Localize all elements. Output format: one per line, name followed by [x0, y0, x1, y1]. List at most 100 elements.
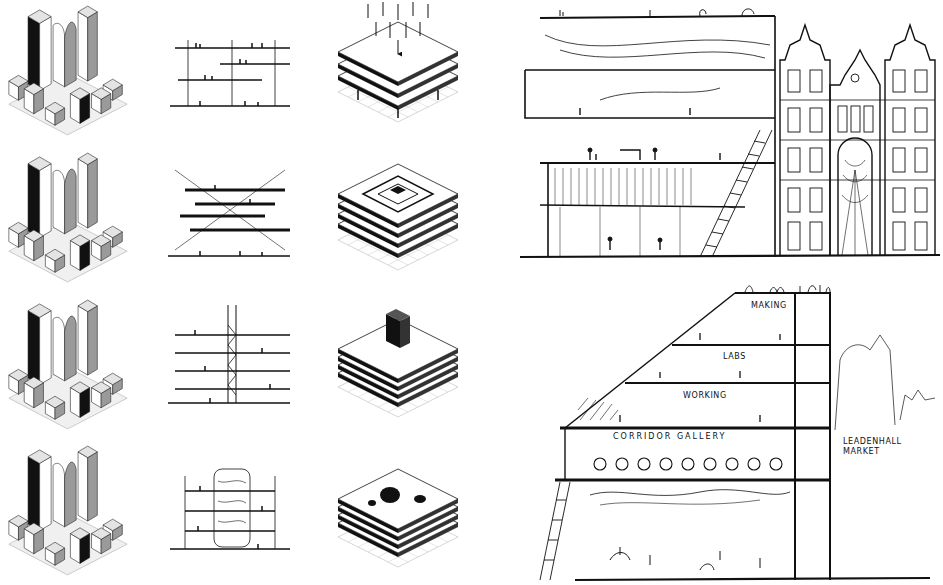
sketch-label: LABS: [722, 352, 747, 362]
building-section-sketch: [575, 578, 930, 580]
floor-plate-column: [368, 2, 428, 54]
street-elevation-sketch: [838, 138, 872, 255]
section-diagram-column: [195, 330, 270, 403]
building-section-sketch: [600, 500, 760, 505]
street-elevation-sketch: [893, 222, 905, 250]
street-elevation-sketch: [893, 188, 905, 212]
building-section-sketch: [682, 458, 694, 470]
sketch-label: WORKING: [682, 391, 728, 401]
street-elevation-sketch: [810, 70, 822, 92]
street-elevation-sketch: [788, 108, 800, 132]
building-section-sketch: [578, 398, 618, 420]
street-elevation-sketch: [830, 50, 880, 255]
floor-plate-column: [363, 176, 433, 212]
floor-plate-column: [338, 469, 458, 567]
building-section-sketch: [616, 458, 628, 470]
building-section-sketch: [660, 458, 672, 470]
building-section-sketch: [638, 458, 650, 470]
building-section-sketch: [726, 458, 738, 470]
floor-plate-column: [363, 176, 433, 212]
section-diagram-column: [170, 548, 290, 550]
building-section-sketch: [672, 344, 830, 346]
section-diagram-column: [175, 335, 290, 389]
floor-plate-column: [386, 309, 410, 348]
section-diagram-column: [170, 40, 290, 106]
floor-plate-column: [338, 164, 458, 270]
city-massing-column: [9, 153, 127, 282]
building-section-sketch: [745, 285, 830, 292]
floor-plate-column: [386, 309, 410, 321]
building-section-sketch: [590, 490, 790, 496]
building-section-sketch: [735, 292, 830, 294]
floor-plate-column: [338, 164, 458, 228]
section-diagram-column: [175, 170, 285, 250]
floor-plate-column: [368, 500, 376, 506]
building-section-sketch: [795, 292, 830, 580]
section-diagram-column: [198, 486, 262, 549]
street-elevation-sketch: [780, 100, 935, 180]
street-elevation-sketch: [915, 108, 927, 132]
section-diagram-column: [185, 476, 275, 549]
city-massing-column: [9, 446, 127, 575]
street-elevation-sketch: [915, 222, 927, 250]
sketch-label: LEADENHALL MARKET: [842, 437, 906, 457]
section-diagram-column: [214, 469, 250, 547]
street-elevation-sketch: [788, 70, 800, 92]
building-section-sketch: [835, 335, 895, 430]
section-diagram-column: [170, 469, 290, 549]
street-elevation-sketch: [560, 207, 680, 257]
street-elevation-sketch: [540, 16, 775, 18]
building-section-sketch: [560, 427, 830, 430]
street-elevation-sketch: [810, 148, 822, 172]
city-massing-column: [9, 6, 127, 575]
section-diagram-column: [218, 481, 246, 523]
building-section-sketch: [610, 547, 760, 570]
section-diagram-column: [196, 43, 262, 106]
section-diagram-column: [168, 402, 290, 404]
section-diagram-column: [180, 190, 290, 230]
street-elevation-sketch: [915, 148, 927, 172]
floor-plate-column: [400, 316, 410, 348]
building-section-sketch: [625, 382, 830, 384]
street-elevation-sketch: [588, 148, 592, 152]
street-elevation-sketch: [838, 106, 847, 132]
section-diagram-column: [168, 255, 290, 257]
street-elevation-sketch: [810, 108, 822, 132]
street-elevation-sketch: [608, 237, 612, 241]
floor-plate-column: [390, 186, 406, 194]
street-elevation-sketch: [520, 9, 940, 257]
street-elevation-sketch: [842, 160, 868, 255]
city-massing-column: [9, 6, 127, 135]
floor-plate-column: [358, 90, 438, 118]
street-elevation-sketch: [893, 108, 905, 132]
street-elevation-sketch: [788, 188, 800, 212]
street-elevation-sketch: [788, 222, 800, 250]
street-elevation-sketch: [893, 70, 905, 92]
street-elevation-sketch: [653, 148, 657, 152]
city-massing-column: [9, 300, 127, 429]
floor-plate-column: [338, 469, 458, 533]
street-elevation-sketch: [525, 70, 775, 118]
floor-plate-column: [378, 184, 418, 204]
street-elevation-sketch: [560, 9, 754, 16]
street-elevation-sketch: [788, 70, 927, 250]
street-elevation-sketch: [915, 188, 927, 212]
street-elevation-sketch: [851, 74, 859, 82]
street-elevation-sketch: [658, 238, 662, 242]
floor-plate-column: [338, 2, 458, 122]
street-elevation-sketch: [520, 255, 940, 257]
street-elevation-sketch: [548, 16, 775, 257]
street-elevation-sketch: [545, 35, 770, 100]
street-elevation-sketch: [851, 106, 860, 132]
building-section-sketch: [555, 479, 830, 482]
section-diagram-column: [200, 185, 262, 256]
floor-plate-column: [414, 495, 426, 503]
building-section-sketch: [594, 458, 606, 470]
street-elevation-sketch: [700, 130, 772, 257]
floor-plate-column: [338, 309, 458, 417]
street-elevation-sketch: [580, 108, 720, 250]
floor-plate-column: [368, 487, 426, 506]
street-elevation-sketch: [915, 70, 927, 92]
building-section-sketch: [565, 293, 735, 428]
